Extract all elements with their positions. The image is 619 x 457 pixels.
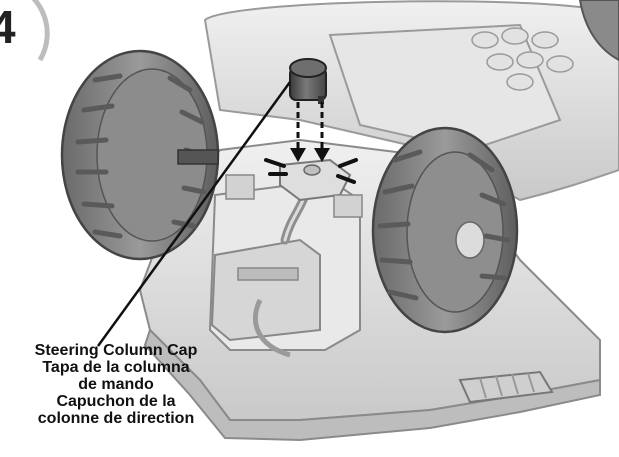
- callout-line-spanish-2: de mando: [78, 376, 154, 393]
- callout-line-english: Steering Column Cap: [34, 342, 198, 359]
- steering-column-post: [303, 164, 321, 176]
- snap-indicator-marks: [264, 158, 358, 184]
- top-pegs: [471, 27, 574, 91]
- exhaust-pipe: [458, 370, 554, 404]
- callout-line-french-2: colonne de direction: [37, 410, 195, 427]
- step-number: 4: [0, 1, 16, 53]
- callout-leader-line: [96, 81, 292, 347]
- left-wheel: [60, 49, 220, 261]
- chassis-lower-lip: [143, 328, 601, 442]
- right-bracket: [333, 194, 363, 218]
- callout-line-spanish-1: Tapa de la columna: [42, 359, 190, 376]
- gearbox-slot: [237, 267, 299, 281]
- steering-column-cap: [289, 58, 327, 104]
- gearbox-block: [210, 238, 321, 342]
- callout-line-french-1: Capuchon de la: [56, 393, 176, 410]
- step-circle: [31, 0, 50, 62]
- part-callout-label: Steering Column Cap Tapa de la columna d…: [0, 342, 232, 427]
- lower-cable: [252, 298, 291, 358]
- insertion-arrows: [296, 102, 324, 150]
- insertion-arrowheads: [290, 148, 330, 162]
- right-wheel: [371, 126, 519, 334]
- left-bracket: [225, 174, 255, 200]
